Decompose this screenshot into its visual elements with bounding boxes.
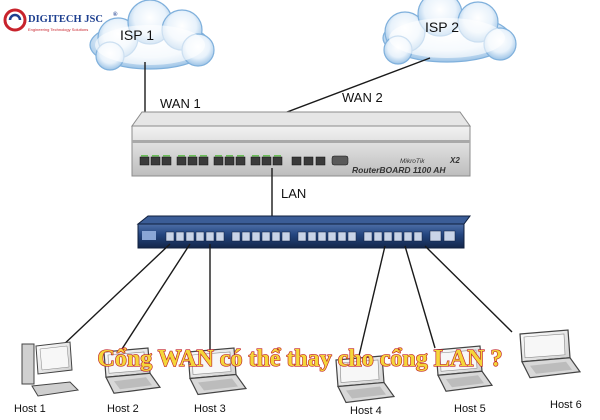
switch-port xyxy=(403,231,413,242)
host-6-laptop-icon xyxy=(519,329,582,379)
switch-port xyxy=(165,231,175,242)
switch-port xyxy=(215,231,225,242)
switch-port xyxy=(175,231,185,242)
router-model: RouterBOARD 1100 AH xyxy=(352,165,446,175)
logo-ring-icon xyxy=(3,8,27,32)
company-logo: DIGITECH JSC ® Engineering Technology So… xyxy=(3,8,118,32)
router-port xyxy=(250,156,261,166)
logo-registered-mark: ® xyxy=(113,11,118,18)
switch-port xyxy=(363,231,373,242)
router-port xyxy=(303,156,314,166)
host-1-desktop-icon xyxy=(21,341,80,397)
router-port xyxy=(224,156,235,166)
switch-console-icon xyxy=(142,231,156,240)
router-port xyxy=(213,156,224,166)
router-port xyxy=(272,156,283,166)
switch-uplink-port xyxy=(443,230,456,242)
router-port xyxy=(235,156,246,166)
host-label-2: Host 2 xyxy=(107,403,139,415)
host-4-laptop-icon xyxy=(335,355,396,404)
router-device: MikroTik X2 RouterBOARD 1100 AH xyxy=(131,111,471,177)
router-model-suffix: X2 xyxy=(449,156,460,165)
router-port xyxy=(187,156,198,166)
router-vendor: MikroTik xyxy=(400,158,425,165)
router-port xyxy=(315,156,326,166)
host-label-5: Host 5 xyxy=(454,403,486,415)
switch-port xyxy=(205,231,215,242)
switch-port xyxy=(231,231,241,242)
switch-port xyxy=(393,231,403,242)
cloud-isp-1: ISP 1 xyxy=(89,0,215,71)
wan-2-label: WAN 2 xyxy=(342,90,383,105)
switch-port xyxy=(347,231,357,242)
router-port xyxy=(176,156,187,166)
switch-port-row xyxy=(165,230,456,242)
switch-port xyxy=(337,231,347,242)
logo-brand: DIGITECH JSC xyxy=(28,14,103,25)
switch-port xyxy=(383,231,393,242)
host-label-3: Host 3 xyxy=(194,403,226,415)
switch-port xyxy=(307,231,317,242)
switch-port xyxy=(297,231,307,242)
switch-port xyxy=(373,231,383,242)
lan-label: LAN xyxy=(281,186,306,201)
router-serial-port xyxy=(331,155,349,166)
switch-port xyxy=(185,231,195,242)
cloud-label-isp-2: ISP 2 xyxy=(425,19,459,35)
switch-port xyxy=(195,231,205,242)
switch-port xyxy=(413,231,423,242)
switch-port xyxy=(241,231,251,242)
host-2-laptop-icon xyxy=(103,347,162,394)
cloud-isp-2: ISP 2 xyxy=(382,0,517,65)
switch-port xyxy=(317,231,327,242)
network-switch xyxy=(136,215,471,249)
logo-mark-icon xyxy=(8,13,22,21)
router-port xyxy=(161,156,172,166)
switch-port xyxy=(281,231,291,242)
hosts xyxy=(21,329,582,404)
switch-port xyxy=(271,231,281,242)
switch-port xyxy=(327,231,337,242)
headline: Cổng WAN có thể thay cho cổng LAN ? xyxy=(98,346,503,372)
router-port xyxy=(150,156,161,166)
host-label-6: Host 6 xyxy=(550,399,582,411)
logo-tagline: Engineering Technology Solutions xyxy=(28,27,88,32)
router-port xyxy=(261,156,272,166)
host-label-1: Host 1 xyxy=(14,403,46,415)
router-port xyxy=(198,156,209,166)
router-port xyxy=(139,156,150,166)
host-5-laptop-icon xyxy=(435,345,494,392)
router-port-row xyxy=(139,155,349,166)
switch-uplink-port xyxy=(429,230,442,242)
host-cables xyxy=(59,243,513,361)
cloud-label-isp-1: ISP 1 xyxy=(120,27,154,43)
switch-port xyxy=(251,231,261,242)
router-port xyxy=(291,156,302,166)
switch-port xyxy=(261,231,271,242)
host-3-laptop-icon xyxy=(187,347,248,396)
host-label-4: Host 4 xyxy=(350,405,382,417)
wan-1-label: WAN 1 xyxy=(160,96,201,111)
